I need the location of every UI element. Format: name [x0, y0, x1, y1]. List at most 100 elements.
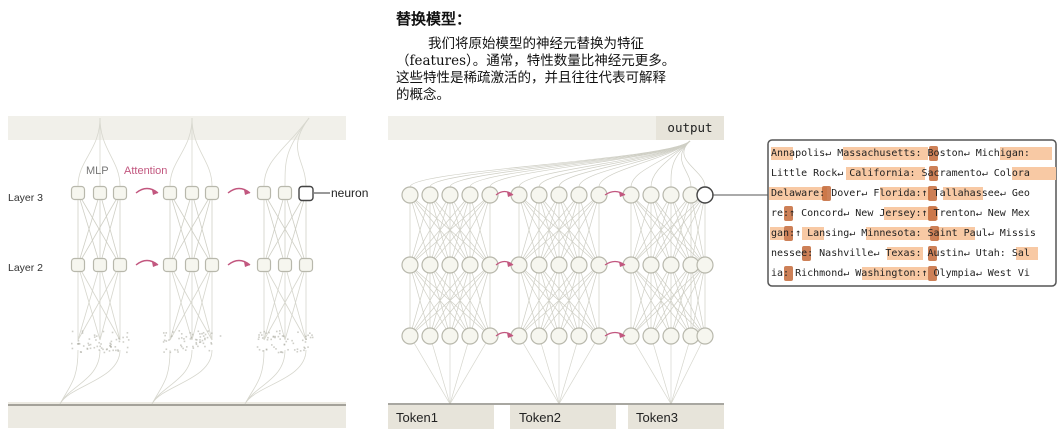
noise-dot: [190, 338, 192, 340]
noise-dot: [82, 332, 84, 334]
noise-dot: [305, 338, 307, 340]
neuron-square: [72, 259, 85, 272]
feature-node: [482, 257, 498, 273]
feature-node: [551, 257, 567, 273]
noise-dot: [181, 333, 183, 335]
noise-dot: [307, 335, 309, 337]
neuron-square: [164, 187, 177, 200]
noise-dot: [110, 346, 112, 348]
noise-dot: [112, 350, 114, 352]
left-top-bar: [8, 116, 346, 140]
noise-dot: [195, 342, 197, 344]
feature-node: [482, 328, 498, 344]
noise-dot: [305, 341, 307, 343]
noise-dot: [94, 334, 96, 336]
neuron-square: [206, 259, 219, 272]
feature-row: nessee: Nashville↵ Texas: Austin↵ Utah: …: [771, 248, 1030, 259]
noise-dot: [287, 349, 289, 351]
token2-label: Token2: [519, 410, 561, 425]
noise-dot: [184, 341, 186, 343]
noise-dot: [90, 344, 92, 346]
mlp-label: MLP: [86, 165, 109, 177]
noise-dot: [307, 346, 309, 348]
noise-dot: [99, 346, 101, 348]
noise-dot: [273, 346, 275, 348]
noise-dot: [205, 334, 207, 336]
noise-dot: [95, 339, 97, 341]
neuron-square: [279, 187, 292, 200]
right-edge: [684, 141, 705, 187]
noise-dot: [279, 338, 281, 340]
right-edge: [539, 336, 559, 404]
noise-dot: [284, 344, 286, 346]
feature-node: [643, 187, 659, 203]
right-edge: [410, 141, 690, 187]
feature-node: [643, 257, 659, 273]
feature-node: [551, 328, 567, 344]
feature-node: [422, 257, 438, 273]
noise-dot: [166, 348, 168, 350]
noise-dot: [297, 331, 299, 333]
noise-dot: [300, 350, 302, 352]
right-edge: [559, 336, 599, 404]
neuron-square: [164, 259, 177, 272]
noise-dot: [297, 348, 299, 350]
noise-dot: [198, 330, 200, 332]
noise-dot: [177, 349, 179, 351]
noise-dot: [302, 340, 304, 342]
layer2-label: Layer 2: [8, 262, 43, 274]
noise-dot: [118, 338, 120, 340]
noise-dot: [168, 339, 170, 341]
feature-node: [663, 328, 679, 344]
noise-dot: [267, 337, 269, 339]
noise-dot: [83, 345, 85, 347]
feature-row: Delaware: Dover↵ Florida:↑ Tallahassee↵ …: [771, 188, 1030, 199]
noise-dot: [96, 335, 98, 337]
noise-dot: [291, 340, 293, 342]
noise-dot: [163, 341, 165, 343]
feature-node: [551, 187, 567, 203]
right-edge: [450, 336, 490, 404]
noise-dot: [72, 348, 74, 350]
noise-dot: [193, 347, 195, 349]
noise-dot: [94, 336, 96, 338]
noise-dot: [112, 332, 114, 334]
left-edge: [245, 350, 264, 404]
noise-dot: [258, 334, 260, 336]
right-edge: [410, 336, 450, 404]
attention-label: Attention: [124, 165, 167, 177]
noise-dot: [273, 336, 275, 338]
noise-dot: [104, 352, 106, 354]
noise-dot: [182, 348, 184, 350]
right-edge: [430, 336, 450, 404]
feature-node: [643, 328, 659, 344]
noise-dot: [197, 346, 199, 348]
feature-node: [623, 328, 639, 344]
right-edge: [430, 141, 690, 187]
left-edge: [245, 350, 306, 404]
neuron-square: [258, 187, 271, 200]
left-edge: [152, 350, 170, 404]
neuron-square: [94, 187, 107, 200]
noise-dot: [186, 346, 188, 348]
noise-dot: [278, 336, 280, 338]
noise-dot: [164, 335, 166, 337]
neuron-square: [300, 259, 313, 272]
noise-dot: [181, 337, 183, 339]
noise-dot: [72, 331, 74, 333]
noise-dot: [166, 340, 168, 342]
noise-dot: [80, 351, 82, 353]
noise-dot: [211, 332, 213, 334]
noise-dot: [199, 333, 201, 335]
noise-dot: [305, 336, 307, 338]
noise-dot: [199, 339, 201, 341]
feature-node: [623, 187, 639, 203]
noise-dot: [163, 332, 165, 334]
highlighted-feature: [697, 187, 713, 203]
noise-dot: [263, 331, 265, 333]
noise-dot: [119, 341, 121, 343]
noise-dot: [266, 349, 268, 351]
noise-dot: [262, 350, 264, 352]
noise-dot: [86, 348, 88, 350]
noise-dot: [257, 346, 259, 348]
